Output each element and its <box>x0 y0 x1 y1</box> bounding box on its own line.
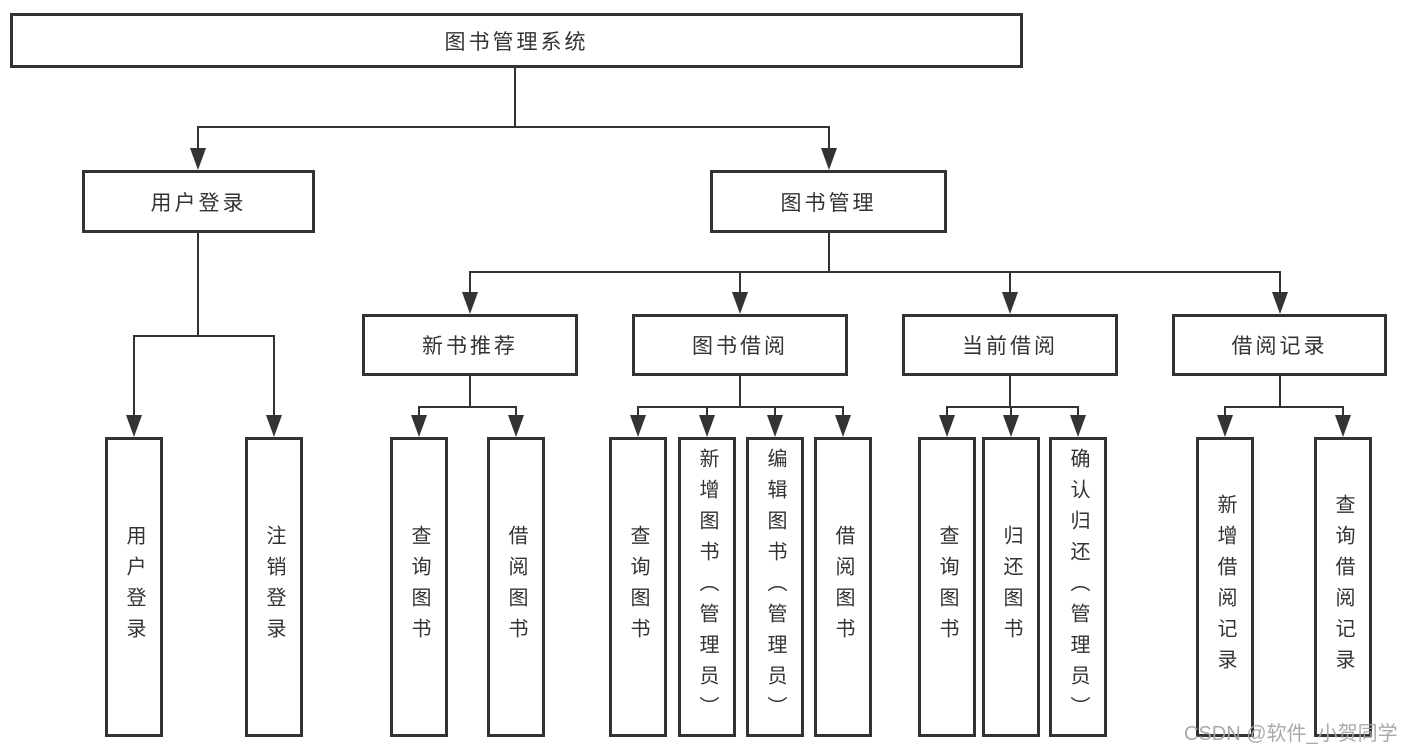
leaf-label: 归还图书 <box>1000 525 1022 649</box>
leaf-label: 注销登录 <box>263 525 285 649</box>
csdn-watermark: CSDN @软件_小贺同学 <box>1184 723 1398 745</box>
leaf-br-query-record: 查询借阅记录 <box>1314 437 1372 737</box>
connector-line <box>197 126 199 154</box>
connector-line <box>515 406 517 418</box>
leaf-label: 借阅图书 <box>505 525 527 649</box>
node-borrowing-records: 借阅记录 <box>1172 314 1387 376</box>
arrowhead-icon <box>699 415 715 437</box>
arrowhead-icon <box>1003 415 1019 437</box>
connector-line <box>197 233 199 337</box>
connector-line <box>842 406 844 418</box>
connector-line <box>1224 406 1343 408</box>
leaf-label: 查询图书 <box>627 525 649 649</box>
arrowhead-icon <box>411 415 427 437</box>
connector-line <box>1077 406 1079 418</box>
connector-line <box>637 406 844 408</box>
arrowhead-icon <box>1070 415 1086 437</box>
leaf-label: 查询借阅记录 <box>1332 494 1354 680</box>
leaf-label: 查询图书 <box>408 525 430 649</box>
arrowhead-icon <box>630 415 646 437</box>
leaf-br-add-record: 新增借阅记录 <box>1196 437 1254 737</box>
leaf-logout: 注销登录 <box>245 437 303 737</box>
arrowhead-icon <box>1272 292 1288 314</box>
leaf-label: 借阅图书 <box>832 525 854 649</box>
connector-line <box>469 271 471 295</box>
connector-line <box>418 406 420 418</box>
leaf-cb-return-books: 归还图书 <box>982 437 1040 737</box>
connector-line <box>1009 376 1011 408</box>
leaf-label: 确认归还（管理员） <box>1067 447 1089 727</box>
connector-line <box>706 406 708 418</box>
arrowhead-icon <box>835 415 851 437</box>
leaf-cb-query-books: 查询图书 <box>918 437 976 737</box>
connector-line <box>197 126 830 128</box>
connector-line <box>1279 376 1281 408</box>
leaf-label: 编辑图书（管理员） <box>764 447 786 727</box>
connector-line <box>133 335 275 337</box>
connector-line <box>637 406 639 418</box>
connector-line <box>1279 271 1281 295</box>
connector-line <box>469 376 471 408</box>
arrowhead-icon <box>821 148 837 170</box>
arrowhead-icon <box>732 292 748 314</box>
node-library-management-system: 图书管理系统 <box>10 13 1023 68</box>
arrowhead-icon <box>1335 415 1351 437</box>
connector-line <box>739 271 741 295</box>
leaf-cb-confirm-return-admin: 确认归还（管理员） <box>1049 437 1107 737</box>
node-user-login: 用户登录 <box>82 170 315 233</box>
node-new-book-recommendation: 新书推荐 <box>362 314 578 376</box>
connector-line <box>1010 406 1012 418</box>
leaf-label: 新增借阅记录 <box>1214 494 1236 680</box>
connector-line <box>1009 271 1011 295</box>
arrowhead-icon <box>767 415 783 437</box>
connector-line <box>1342 406 1344 418</box>
leaf-bb-query-books: 查询图书 <box>609 437 667 737</box>
leaf-label: 新增图书（管理员） <box>696 447 718 727</box>
node-book-management: 图书管理 <box>710 170 947 233</box>
connector-line <box>739 376 741 408</box>
arrowhead-icon <box>1002 292 1018 314</box>
connector-line <box>133 335 135 417</box>
connector-line <box>273 335 275 417</box>
leaf-bb-edit-books-admin: 编辑图书（管理员） <box>746 437 804 737</box>
leaf-bb-add-books-admin: 新增图书（管理员） <box>678 437 736 737</box>
arrowhead-icon <box>508 415 524 437</box>
connector-line <box>514 68 516 128</box>
connector-line <box>828 233 830 273</box>
arrowhead-icon <box>1217 415 1233 437</box>
connector-line <box>946 406 1078 408</box>
leaf-nbr-query-books: 查询图书 <box>390 437 448 737</box>
leaf-nbr-borrow-books: 借阅图书 <box>487 437 545 737</box>
node-book-borrowing: 图书借阅 <box>632 314 848 376</box>
arrowhead-icon <box>126 415 142 437</box>
connector-line <box>774 406 776 418</box>
arrowhead-icon <box>190 148 206 170</box>
connector-line <box>946 406 948 418</box>
connector-line <box>1224 406 1226 418</box>
arrowhead-icon <box>266 415 282 437</box>
leaf-user-login: 用户登录 <box>105 437 163 737</box>
connector-line <box>828 126 830 154</box>
leaf-bb-borrow-books: 借阅图书 <box>814 437 872 737</box>
connector-line <box>418 406 517 408</box>
leaf-label: 用户登录 <box>123 525 145 649</box>
arrowhead-icon <box>462 292 478 314</box>
arrowhead-icon <box>939 415 955 437</box>
leaf-label: 查询图书 <box>936 525 958 649</box>
connector-line <box>469 271 1281 273</box>
node-current-borrowing: 当前借阅 <box>902 314 1118 376</box>
